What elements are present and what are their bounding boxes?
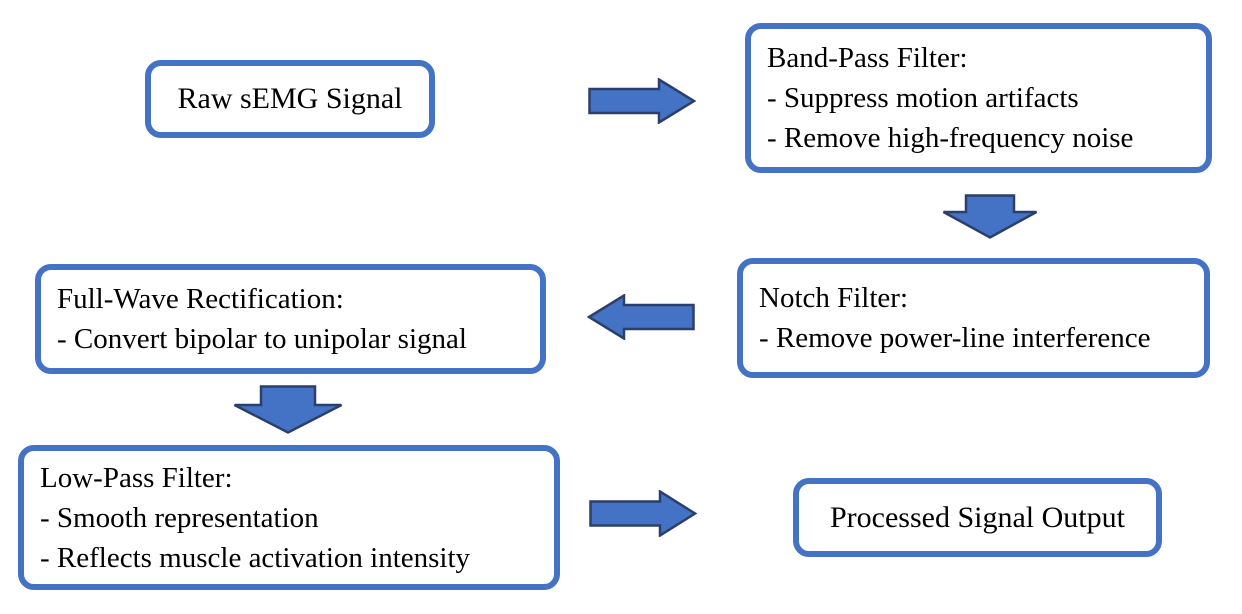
block-arrow-left-shape [587, 294, 695, 340]
node-bullet-line: - Remove high-frequency noise [767, 122, 1134, 154]
node-low-pass-filter: Low-Pass Filter: - Smooth representation… [18, 445, 560, 590]
node-bullet-line: - Smooth representation [40, 501, 319, 534]
node-bullet-line: - Convert bipolar to unipolar signal [57, 323, 467, 355]
arrow-left-notch-to-fullwave-icon [587, 294, 695, 340]
node-title: Raw sEMG Signal [177, 82, 403, 115]
node-bullet-line: - Suppress motion artifacts [767, 82, 1079, 114]
node-raw-semg-signal: Raw sEMG Signal [145, 60, 435, 138]
arrow-down-bandpass-to-notch-icon [942, 194, 1038, 239]
node-processed-signal-output: Processed Signal Output [793, 478, 1162, 557]
arrow-right-raw-to-bandpass-icon [588, 78, 696, 124]
node-title: Band-Pass Filter: [767, 42, 968, 74]
block-arrow-right-shape [588, 78, 696, 124]
node-title: Full-Wave Rectification: [57, 283, 344, 315]
node-notch-filter: Notch Filter: - Remove power-line interf… [737, 258, 1210, 378]
block-arrow-right-shape [589, 490, 697, 537]
node-band-pass-filter: Band-Pass Filter: - Suppress motion arti… [745, 23, 1212, 173]
node-bullet-line: - Remove power-line interference [759, 322, 1151, 354]
node-title: Low-Pass Filter: [40, 461, 233, 494]
node-full-wave-rectification: Full-Wave Rectification: - Convert bipol… [35, 264, 546, 374]
node-bullet-line: - Reflects muscle activation intensity [40, 541, 471, 574]
block-arrow-down-shape [942, 194, 1038, 239]
block-arrow-down-shape [233, 385, 343, 434]
node-title: Notch Filter: [759, 282, 909, 314]
arrow-right-lowpass-to-output-icon [589, 490, 697, 537]
arrow-down-fullwave-to-lowpass-icon [233, 385, 343, 434]
node-title: Processed Signal Output [830, 500, 1125, 534]
